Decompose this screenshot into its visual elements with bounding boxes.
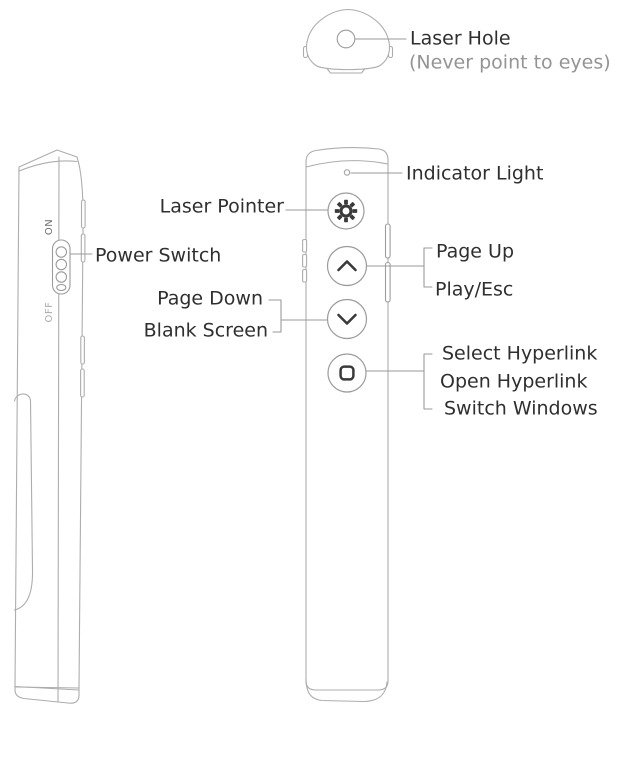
select-hyperlink-label: Select Hyperlink	[442, 342, 598, 365]
indicator-light-label: Indicator Light	[406, 162, 544, 185]
rounded-square-icon	[339, 365, 355, 381]
page-down-bracket	[268, 299, 329, 333]
top-view-foot	[326, 67, 366, 74]
side-ridge	[80, 233, 86, 263]
side-ridge	[80, 199, 86, 229]
side-view-bottom-cap	[14, 685, 80, 691]
side-ridge	[80, 335, 85, 365]
edge-tick	[302, 268, 308, 283]
edge-tick	[302, 238, 308, 253]
pocket-clip	[13, 393, 34, 611]
on-label: ON	[44, 218, 55, 236]
power-switch-ridge	[55, 258, 68, 271]
side-view-bottom-cap-rim	[14, 686, 80, 704]
open-hyperlink-label: Open Hyperlink	[440, 370, 588, 393]
power-switch-ridge	[56, 283, 67, 292]
sun-icon	[334, 199, 358, 223]
top-view-device	[302, 8, 394, 74]
hyperlink-bracket	[365, 353, 433, 410]
off-label: OFF	[44, 301, 55, 323]
side-view-device	[13, 149, 86, 704]
side-ridge	[80, 368, 85, 398]
page-down-button	[326, 298, 368, 340]
chevron-up-icon	[337, 260, 357, 272]
edge-tick	[302, 253, 308, 268]
power-switch-ridge	[55, 271, 68, 283]
front-view-body	[305, 147, 389, 691]
page-down-label: Page Down	[157, 287, 263, 310]
laser-hole-warning: (Never point to eyes)	[409, 51, 611, 74]
laser-pointer-label: Laser Pointer	[159, 195, 284, 218]
indicator-light-dot	[343, 169, 351, 176]
power-switch	[51, 239, 71, 295]
front-buttons	[326, 169, 368, 393]
switch-windows-label: Switch Windows	[444, 397, 598, 420]
page-up-bracket	[365, 247, 433, 288]
front-view-device	[302, 147, 391, 703]
side-button-bar	[384, 261, 391, 303]
blank-screen-label: Blank Screen	[143, 319, 268, 342]
front-view-bottom-rim	[305, 678, 388, 703]
hyperlink-button	[327, 353, 367, 393]
connector-lines	[70, 38, 433, 410]
laser-hole-label: Laser Hole	[410, 27, 511, 50]
page-up-label: Page Up	[436, 240, 515, 263]
power-switch-label: Power Switch	[95, 244, 222, 267]
top-view-body	[305, 8, 391, 71]
page-up-button	[326, 245, 368, 287]
chevron-down-icon	[337, 313, 357, 325]
side-button-bar	[384, 223, 391, 259]
side-view-top-seam	[18, 160, 78, 172]
front-view-top-seam	[305, 160, 389, 168]
laser-pointer-button	[327, 192, 365, 230]
power-switch-ridge	[55, 246, 68, 258]
play-esc-label: Play/Esc	[435, 278, 514, 301]
